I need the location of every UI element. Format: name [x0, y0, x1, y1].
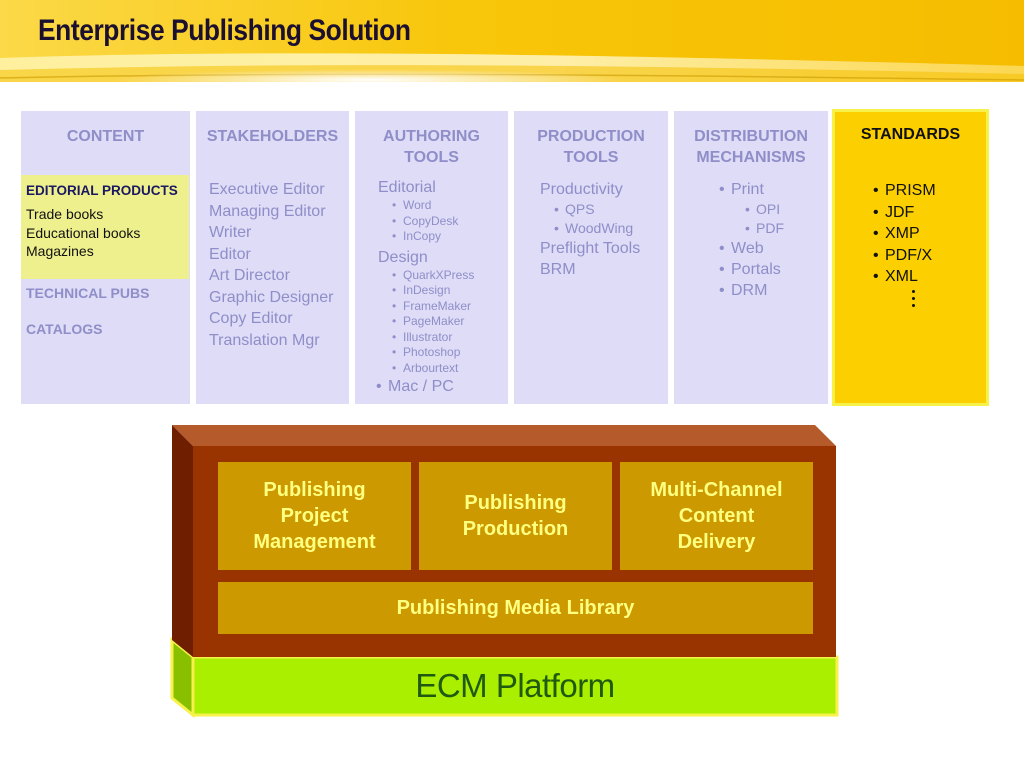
- module-label-line: Content: [678, 505, 755, 527]
- standard-item: •PRISM: [873, 182, 936, 199]
- authoring-design-item: •FrameMaker: [392, 298, 472, 313]
- module-label-line: Delivery: [677, 531, 756, 553]
- editorial-product-item: Trade books: [26, 206, 104, 222]
- authoring-tools-column: AUTHORING TOOLS Editorial •Word •CopyDes…: [355, 111, 508, 404]
- authoring-tools-list: Editorial •Word •CopyDesk •InCopy Design…: [376, 177, 475, 397]
- authoring-design-item: •Illustrator: [392, 329, 453, 344]
- authoring-design-item: •PageMaker: [392, 314, 465, 328]
- distribution-list: •Print •OPI •PDF •Web •Portals •DRM: [719, 179, 784, 301]
- authoring-tools-heading: AUTHORING TOOLS: [355, 126, 508, 168]
- production-productivity-item: •QPS: [554, 201, 595, 217]
- distribution-heading-line1: DISTRIBUTION: [694, 128, 808, 145]
- production-heading-line2: TOOLS: [563, 149, 619, 166]
- distribution-print-item: •Print: [719, 181, 764, 198]
- editorial-products-box: EDITORIAL PRODUCTS Trade books Education…: [21, 175, 189, 279]
- publishing-production-module: Publishing Production: [419, 462, 612, 570]
- banner-swoosh-decoration: [0, 40, 1024, 82]
- standard-item: •JDF: [873, 203, 915, 221]
- stakeholders-list: Executive Editor Managing Editor Writer …: [209, 179, 334, 351]
- authoring-design-label: Design: [378, 248, 428, 266]
- distribution-print-subitem: •PDF: [745, 220, 784, 236]
- standard-item: •XML: [873, 268, 918, 285]
- module-label-line: Production: [462, 518, 569, 540]
- production-preflight-label: Preflight Tools: [540, 240, 641, 257]
- title-banner: Enterprise Publishing Solution: [0, 0, 1024, 82]
- box-side-face: [172, 425, 193, 657]
- distribution-item: •DRM: [719, 282, 768, 299]
- ecm-platform-side-face: [170, 636, 195, 719]
- stakeholder-item: Translation Mgr: [209, 331, 320, 349]
- production-brm-label: BRM: [540, 261, 576, 278]
- authoring-design-item: •Photoshop: [392, 345, 461, 359]
- editorial-product-item: Magazines: [26, 243, 94, 259]
- stakeholders-column-heading: STAKEHOLDERS: [206, 128, 339, 145]
- stakeholder-item: Writer: [209, 224, 252, 241]
- distribution-print-subitem: •OPI: [745, 201, 781, 217]
- content-column: CONTENT EDITORIAL PRODUCTS Trade books E…: [21, 111, 190, 404]
- production-tools-heading: PRODUCTION TOOLS: [514, 126, 668, 168]
- authoring-heading-line2: TOOLS: [404, 149, 459, 166]
- stakeholder-item: Executive Editor: [209, 181, 325, 198]
- stakeholders-column: STAKEHOLDERS Executive Editor Managing E…: [196, 111, 349, 404]
- authoring-design-item: •QuarkXPress: [392, 267, 475, 282]
- distribution-mechanisms-heading: DISTRIBUTION MECHANISMS: [674, 126, 828, 168]
- distribution-mechanisms-column: DISTRIBUTION MECHANISMS •Print •OPI •PDF…: [674, 111, 828, 404]
- module-label-line: Management: [253, 531, 376, 553]
- stakeholder-item: Art Director: [209, 267, 290, 284]
- content-column-heading: CONTENT: [66, 128, 145, 145]
- authoring-design-item: •Arbourtext: [392, 360, 459, 375]
- production-productivity-item: •WoodWing: [554, 220, 634, 236]
- technical-pubs-label: TECHNICAL PUBS: [26, 285, 150, 301]
- authoring-editorial-item: •CopyDesk: [392, 213, 459, 228]
- stakeholder-item: Graphic Designer: [209, 288, 334, 306]
- publishing-media-library-module: Publishing Media Library: [218, 582, 813, 634]
- production-tools-list: Productivity •QPS •WoodWing Preflight To…: [540, 179, 640, 280]
- ecm-platform-label: ECM Platform: [415, 667, 615, 704]
- standard-item: •XMP: [873, 225, 920, 242]
- box-top-face: [172, 425, 836, 446]
- standards-heading: STANDARDS: [860, 126, 961, 143]
- production-heading-line1: PRODUCTION: [537, 128, 645, 145]
- stakeholder-item: Editor: [209, 245, 251, 263]
- stakeholder-item: Copy Editor: [209, 310, 293, 327]
- authoring-editorial-label: Editorial: [378, 179, 436, 196]
- authoring-editorial-item: •InCopy: [392, 229, 442, 243]
- standards-column: STANDARDS •PRISM •JDF •XMP •PDF/X •XML: [832, 109, 989, 406]
- production-productivity-label: Productivity: [540, 181, 623, 198]
- catalogs-label: CATALOGS: [26, 321, 103, 337]
- editorial-products-list: Trade books Educational books Magazines: [26, 205, 140, 261]
- standards-list: •PRISM •JDF •XMP •PDF/X •XML: [873, 180, 936, 288]
- authoring-heading-line1: AUTHORING: [383, 128, 480, 145]
- standard-item: •PDF/X: [873, 246, 933, 264]
- distribution-item: •Portals: [719, 261, 781, 278]
- publishing-project-management-module: Publishing Project Management: [218, 462, 411, 570]
- authoring-platform-item: •Mac / PC: [376, 378, 454, 395]
- module-label-line: Project: [280, 505, 349, 527]
- authoring-editorial-item: •Word: [392, 198, 432, 212]
- page-title: Enterprise Publishing Solution: [38, 14, 411, 47]
- module-label-line: Publishing: [263, 479, 366, 501]
- multi-channel-content-delivery-module: Multi-Channel Content Delivery: [620, 462, 813, 570]
- distribution-heading-line2: MECHANISMS: [696, 149, 806, 166]
- module-label-line: Publishing: [464, 492, 567, 514]
- authoring-design-item: •InDesign: [392, 283, 451, 297]
- editorial-products-heading: EDITORIAL PRODUCTS: [26, 183, 178, 198]
- editorial-product-item: Educational books: [26, 224, 141, 241]
- more-standards-ellipsis-icon: [910, 290, 916, 307]
- production-tools-column: PRODUCTION TOOLS Productivity •QPS •Wood…: [514, 111, 668, 404]
- module-label-line: Multi-Channel: [650, 479, 783, 501]
- distribution-item: •Web: [719, 240, 764, 257]
- stakeholder-item: Managing Editor: [209, 202, 326, 220]
